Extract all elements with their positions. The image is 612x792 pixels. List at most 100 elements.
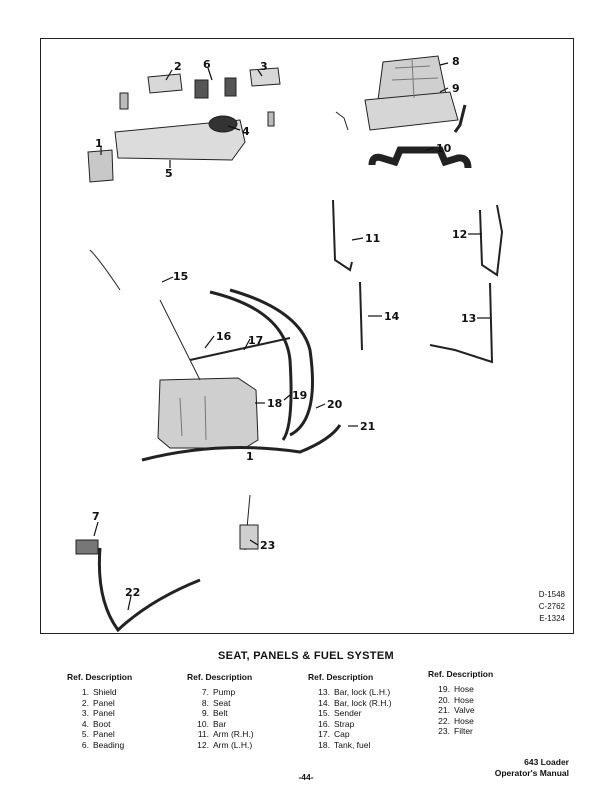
parts-row: 14. Bar, lock (R.H.) [308,697,392,709]
manual-title: 643 Loader Operator's Manual [495,757,569,779]
column-header: Ref. Description [308,672,392,682]
description-header: Description [446,669,494,679]
part-description: Arm (R.H.) [213,729,254,739]
callout-3: 3 [260,60,268,73]
parts-row: 16. Strap [308,719,392,730]
part-description: Strap [334,718,355,729]
callout-12: 12 [452,228,467,241]
part-description: Filter [454,726,473,736]
callout-11: 11 [365,232,380,245]
callout-16: 16 [216,330,232,343]
part-description: Boot [93,718,111,729]
callout-14: 14 [384,310,400,323]
part-description: Beading [93,739,125,750]
parts-row: 18.Tank, fuel [308,740,392,751]
parts-row: 19. Hose [428,684,493,695]
callout-1: 1 [95,137,103,150]
callout-2: 2 [174,60,182,73]
ref-header: Ref. [67,672,84,682]
parts-row: 22. Hose [428,716,493,727]
part-description: Valve [454,705,475,715]
callout-17: 17 [248,334,263,347]
ref-number: 3. [81,708,89,718]
part-description: Seat [213,697,231,708]
description-header: Description [85,672,133,682]
drawing-code: D-1548 [538,590,565,599]
ref-number: 7. [201,687,209,697]
callout-23: 23 [260,539,275,552]
parts-row: 20. Hose [428,695,493,706]
ref-number: 13. [318,687,330,697]
ref-number: 23. [438,726,450,736]
section-title: SEAT, PANELS & FUEL SYSTEM [218,650,394,662]
part-description: Panel [93,697,115,708]
callout-4: 4 [242,125,250,138]
parts-row: 15.Sender [308,708,392,719]
part-description: Bar, lock (R.H.) [334,697,392,708]
ref-number: 2. [81,697,89,708]
description-header: Description [205,672,253,682]
fuel-hoses-illustration [97,288,342,633]
ref-number: 9. [201,708,209,718]
parts-column-4: Ref. Description 19. Hose 20. Hose 21. Valv… [428,669,493,737]
parts-row: 21. Valve [428,705,493,716]
ref-number: 21. [438,705,450,715]
parts-row: 9. Belt [187,708,254,719]
parts-column-1: Ref. Description 1. Shield 2. Panel 3. Pane… [67,672,132,750]
callout-10: 10 [436,142,452,155]
ref-number: 22. [438,715,450,726]
parts-row: 3. Panel [67,708,132,719]
drawing-code: E-1324 [539,614,565,623]
exploded-parts-diagram: 2 6 3 4 5 1 8 9 10 11 12 13 14 15 16 17 … [75,55,504,633]
seat-illustration [335,55,472,169]
seat-arms-illustration [332,199,504,364]
page-number: -44- [298,772,314,782]
parts-row: 11.Arm (R.H.) [187,729,254,740]
part-description: Bar [213,718,227,729]
part-description: Panel [93,708,115,718]
manual-subtitle: Operator's Manual [494,768,569,778]
drawing-codes: D-1548 C-2762 E-1324 [539,589,565,625]
part-description: Hose [454,715,474,726]
parts-row: 6. Beading [67,740,132,751]
callout-7: 7 [92,510,100,523]
part-description: Arm (L.H.) [213,739,253,750]
ref-number: 4. [81,718,89,729]
fuel-tank-illustration [89,249,291,449]
parts-row: 12. Arm (L.H.) [187,740,254,751]
parts-row: 17.Cap [308,729,392,740]
parts-row: 8. Seat [187,698,254,709]
column-header: Ref. Description [428,669,493,679]
callout-20: 20 [327,398,343,411]
ref-number: 19. [438,684,450,694]
ref-header: Ref. [428,669,445,679]
parts-row: 4. Boot [67,719,132,730]
part-description: Hose [454,684,474,694]
callout-6: 6 [203,58,211,71]
callout-8: 8 [452,55,460,68]
ref-number: 1. [81,687,89,697]
part-description: Bar, lock (L.H.) [334,687,391,697]
ref-number: 15. [318,708,330,718]
ref-number: 14. [318,697,330,708]
ref-number: 16. [318,718,330,729]
column-header: Ref. Description [67,672,132,682]
part-description: Shield [93,687,117,697]
ref-number: 20. [438,694,450,705]
ref-number: 6. [81,739,89,750]
ref-header: Ref. [187,672,204,682]
ref-number: 12. [197,739,209,750]
diagram-frame: D-1548 C-2762 E-1324 [40,38,574,634]
part-description: Hose [454,694,474,705]
part-description: Belt [213,708,228,718]
parts-row: 7. Pump [187,687,254,698]
part-description: Pump [213,687,236,697]
parts-row: 23. Filter [428,726,493,737]
ref-number: 8. [201,697,209,708]
ref-number: 17. [318,729,330,739]
drawing-code: C-2762 [538,602,565,611]
part-description: Panel [93,729,115,739]
callout-19: 19 [292,389,307,402]
callout-5: 5 [165,167,173,180]
callout-18: 18 [267,397,282,410]
